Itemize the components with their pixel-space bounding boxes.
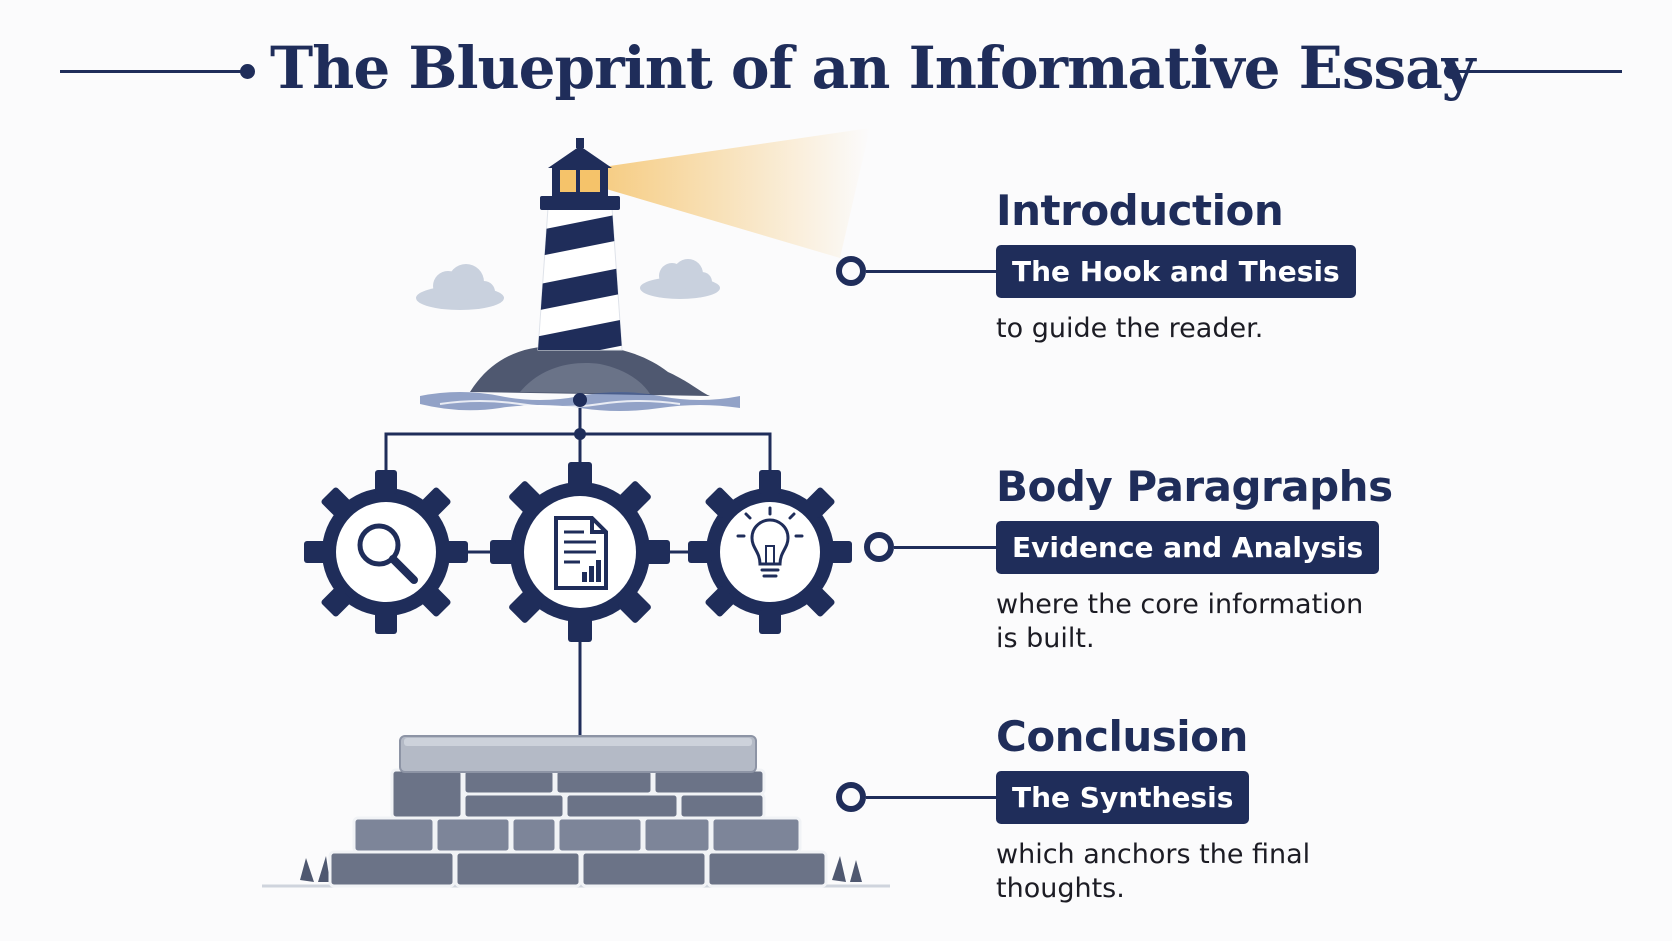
section-description: where the core information is built.	[996, 589, 1364, 654]
section-description: which anchors the final thoughts.	[996, 839, 1311, 904]
gear-document-chart	[490, 462, 670, 642]
cloud-icon-left	[416, 264, 504, 310]
title-rule-left	[60, 70, 248, 73]
magnifying-glass-icon	[357, 523, 418, 584]
lightbulb-icon	[736, 506, 804, 578]
title-dot-right	[1444, 64, 1459, 79]
section-body-paragraphs: Body Paragraphs Evidence and Analysis wh…	[996, 462, 1393, 656]
gear-lightbulb	[688, 470, 852, 634]
gear-magnifying-glass	[304, 470, 468, 634]
gears-icon	[304, 462, 852, 642]
light-beam	[596, 128, 870, 258]
section-conclusion: Conclusion The Synthesis which anchors t…	[996, 712, 1376, 906]
section-badge: Evidence and Analysis	[996, 521, 1380, 574]
section-heading: Body Paragraphs	[996, 462, 1393, 511]
title-dot-left	[240, 64, 255, 79]
lighthouse-icon	[416, 128, 870, 411]
cloud-icon-right	[640, 259, 720, 299]
stone-foundation-icon	[262, 735, 890, 888]
document-chart-icon	[554, 516, 608, 590]
section-badge: The Synthesis	[996, 771, 1250, 824]
section-heading: Conclusion	[996, 712, 1248, 761]
title-row: The Blueprint of an Informative Essay	[0, 28, 1672, 108]
section-badge: The Hook and Thesis	[996, 245, 1356, 298]
section-description: to guide the reader.	[996, 313, 1264, 344]
section-introduction: Introduction The Hook and Thesis to guid…	[996, 186, 1376, 346]
title-rule-right	[1458, 70, 1622, 73]
page-title: The Blueprint of an Informative Essay	[270, 34, 1475, 102]
section-heading: Introduction	[996, 186, 1284, 235]
